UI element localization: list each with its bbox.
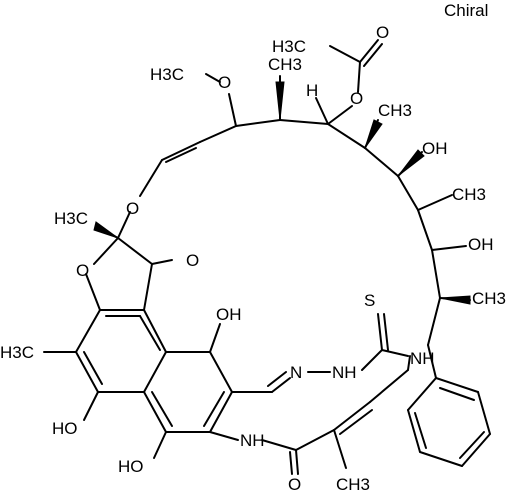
furan-oxygen-label: O [76,261,89,280]
ring-ether-oxygen-label: O [126,199,139,218]
ester-oxygen-label: O [350,89,363,108]
hydroxyl-upper-label: OH [422,139,448,158]
hydrazine-nh-label: NH [332,363,357,382]
hydroxyl-left-label: HO [52,419,78,438]
methoxy-oxygen-label: O [218,73,231,92]
chain-methyl-right-label: CH3 [452,185,486,204]
chain-methyl-lower-right-label: CH3 [472,289,506,308]
amide-nh-label: NH [240,431,265,450]
hydrogen-label: H [306,81,318,100]
chain-methyl-upper-right-label: CH3 [378,101,412,120]
chirality-label: Chiral [444,1,488,20]
acetyl-carbonyl-oxygen-label: O [376,23,389,42]
thioamide-nh-label: NH [410,349,435,368]
hydroxyl-bottom-label: HO [118,457,144,476]
hydrazone-nitrogen-label: N [290,363,302,382]
bond-lines [43,39,491,475]
acetyl-methyl-label: H3C [272,37,306,56]
atom-labels: Chiral H3C O O H3C O CH3 H CH3 OH CH3 OH… [0,1,506,494]
thione-sulfur-label: S [364,291,375,310]
spiro-methyl-label: H3C [54,209,88,228]
vinyl-methyl-label: CH3 [336,475,370,494]
stereo-wedges [93,81,471,305]
hydroxyl-right-label: OH [468,235,494,254]
amide-oxygen-label: O [288,475,301,494]
ketone-oxygen-label: O [186,251,199,270]
naphthol-hydroxyl-label: OH [216,305,242,324]
methoxy-methyl-label: H3C [150,65,184,84]
aryl-methyl-label: H3C [0,343,34,362]
chain-methyl-top-label: CH3 [268,55,302,74]
